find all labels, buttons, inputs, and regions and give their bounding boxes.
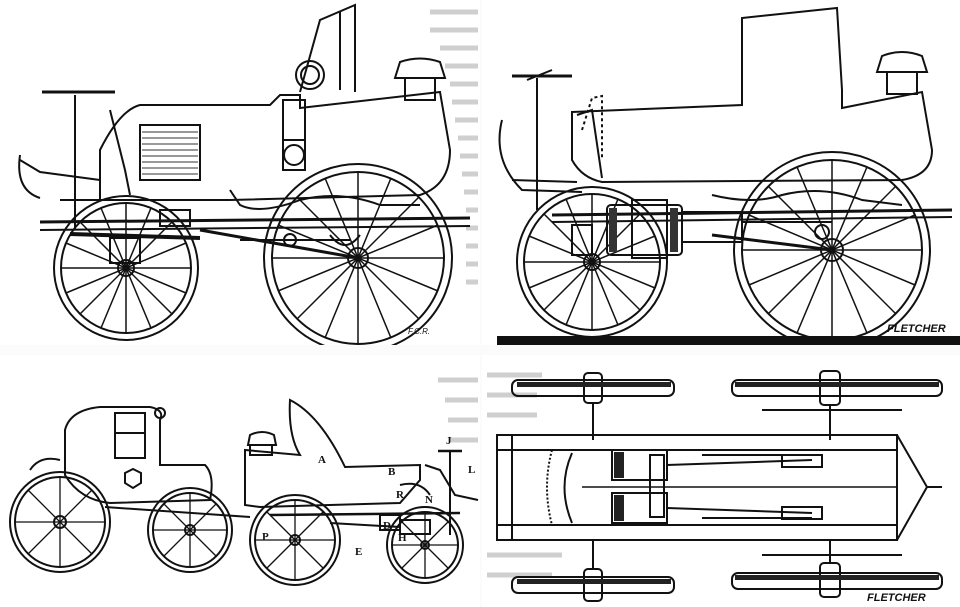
carriage-body [29, 406, 251, 518]
label-n: N [425, 494, 433, 506]
tank-hatching [142, 131, 198, 175]
panel-plan-view-chassis: FLETCHER [482, 355, 960, 607]
carriage-front-wheel [147, 487, 233, 573]
label-p: P [262, 531, 269, 543]
plan-view-drawing: FLETCHER [487, 370, 943, 604]
bleed-text-lines [430, 9, 478, 285]
cylinder-shading [517, 382, 939, 584]
rear-axle-top-wheel [731, 370, 943, 440]
front-axle-bottom-wheel [511, 540, 675, 602]
front-wheel [516, 186, 668, 338]
cylinder-shading [609, 208, 678, 252]
part-labels: A B R N L J D H E P [262, 435, 475, 558]
ground-line [497, 336, 960, 345]
carriage-rear-wheel [9, 471, 111, 573]
label-r: R [396, 489, 405, 501]
chassis-frame [496, 434, 942, 541]
motor-car [244, 398, 479, 586]
rear-axle-bottom-wheel [731, 540, 943, 598]
label-a: A [318, 454, 326, 466]
panel-carriage-with-motor-car: A B R N L J D H E P [0, 355, 480, 607]
signature-fcr: F.C.R. [408, 327, 430, 336]
cutaway-drawing: F.C.R. [18, 3, 478, 345]
bleed-text-lines [487, 372, 562, 578]
car-body [18, 3, 471, 264]
panel-side-elevation-cutaway: F.C.R. [0, 0, 480, 345]
carriage-drawing: A B R N L J D H E P [9, 377, 479, 586]
rear-wheel [733, 151, 931, 345]
label-l: L [468, 464, 475, 476]
signature-fletcher: FLETCHER [887, 323, 946, 335]
front-axle-top-wheel [511, 372, 675, 440]
outline-drawing: FLETCHER [497, 6, 960, 345]
label-b: B [388, 466, 396, 478]
panel-side-elevation-outline: FLETCHER [482, 0, 960, 345]
label-e: E [355, 546, 362, 558]
label-j: J [446, 435, 452, 447]
signature-fletcher: FLETCHER [867, 592, 926, 604]
bleed-text-lines [438, 377, 478, 443]
rear-wheel [263, 163, 453, 345]
front-wheel [53, 195, 199, 341]
car-body [498, 6, 953, 259]
label-d: D [383, 520, 391, 532]
label-h: H [398, 532, 407, 544]
twin-cylinders [582, 449, 897, 524]
